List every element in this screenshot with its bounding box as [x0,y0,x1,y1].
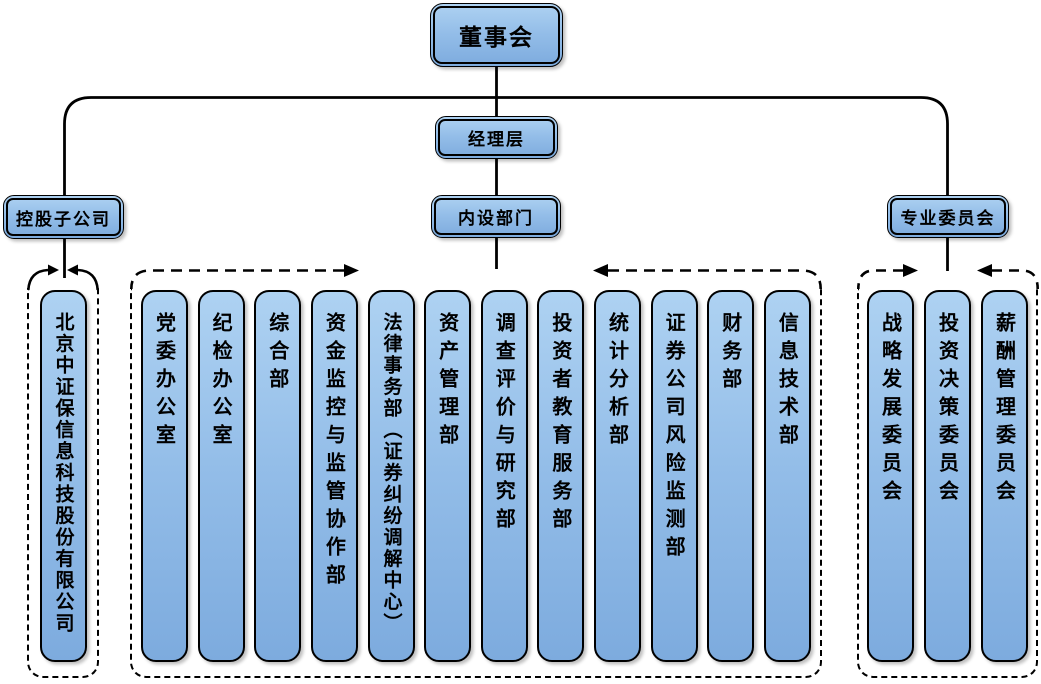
left-hook-arrow-icon-2 [67,264,78,276]
center-top-dash-right [608,269,822,290]
connector-top-elbow [63,96,949,196]
committee-label-1: 战略发展委员会 [878,312,903,508]
management-box: 经理层 [435,116,558,159]
holding-subsidiaries-label: 控股子公司 [16,209,111,230]
dept-label-10: 证券公司风险监测部 [662,312,687,564]
dept-box-1: 党委办公室 [141,290,188,662]
center-arrow-left-icon [593,264,608,277]
dept-box-3: 综合部 [254,290,302,662]
dept-label-3: 综合部 [265,312,290,396]
holding-subsidiaries-box: 控股子公司 [3,195,124,239]
subsidiary-box: 北京中证保信息科技股份有限公司 [39,290,87,662]
special-committees-label: 专业委员会 [900,209,996,229]
left-hook-arc [27,268,49,291]
dept-label-4: 资金监控与监管协作部 [322,312,347,592]
dept-box-12: 信息技术部 [763,290,811,662]
dept-box-8: 投资者教育服务部 [537,290,585,662]
internal-departments-label: 内设部门 [458,209,534,229]
dept-label-11: 财务部 [718,312,743,396]
right-top-dash-left [857,269,903,290]
dept-label-12: 信息技术部 [775,312,800,452]
subsidiary-label: 北京中证保信息科技股份有限公司 [52,312,75,635]
dept-box-2: 纪检办公室 [197,290,245,662]
right-top-dash-right [992,269,1039,290]
dept-label-2: 纪检办公室 [209,312,234,452]
left-hook-arrow-icon [48,264,59,276]
dept-box-10: 证券公司风险监测部 [650,290,698,662]
dept-box-7: 调查评价与研究部 [480,290,528,662]
dept-label-1: 党委办公室 [152,312,177,452]
dept-box-6: 资产管理部 [424,290,472,662]
board-of-directors-label: 董事会 [459,25,534,51]
board-of-directors-box: 董事会 [430,3,563,67]
center-top-dash-left [130,269,344,290]
committee-label-2: 投资决策委员会 [935,312,960,508]
internal-departments-box: 内设部门 [431,195,561,238]
center-arrow-right-icon [344,264,359,277]
dept-box-11: 财务部 [707,290,755,662]
committees-group: 战略发展委员会 投资决策委员会 薪酬管理委员会 [857,288,1038,678]
dept-label-8: 投资者教育服务部 [548,312,573,536]
dept-label-7: 调查评价与研究部 [492,312,517,536]
dept-box-4: 资金监控与监管协作部 [310,290,358,662]
subsidiaries-group: 北京中证保信息科技股份有限公司 [27,288,99,678]
dept-label-9: 统计分析部 [605,312,630,452]
dept-box-9: 统计分析部 [594,290,641,662]
right-arrow-left-icon [977,264,992,277]
special-committees-box: 专业委员会 [887,195,1009,238]
right-arrow-right-icon [903,264,918,277]
management-label: 经理层 [468,130,525,150]
dept-label-6: 资产管理部 [435,312,460,452]
committee-box-3: 薪酬管理委员会 [981,290,1028,662]
dept-box-5: 法律事务部（证券纠纷调解中心） [367,290,415,662]
departments-group: 党委办公室 纪检办公室 综合部 资金监控与监管协作部 法律事务部（证券纠纷调解中… [130,288,822,678]
committee-label-3: 薪酬管理委员会 [992,312,1017,508]
dept-label-5: 法律事务部（证券纠纷调解中心） [380,312,403,635]
committee-box-1: 战略发展委员会 [867,290,914,662]
committee-box-2: 投资决策委员会 [924,290,971,662]
left-hook-arc-2 [77,268,99,291]
